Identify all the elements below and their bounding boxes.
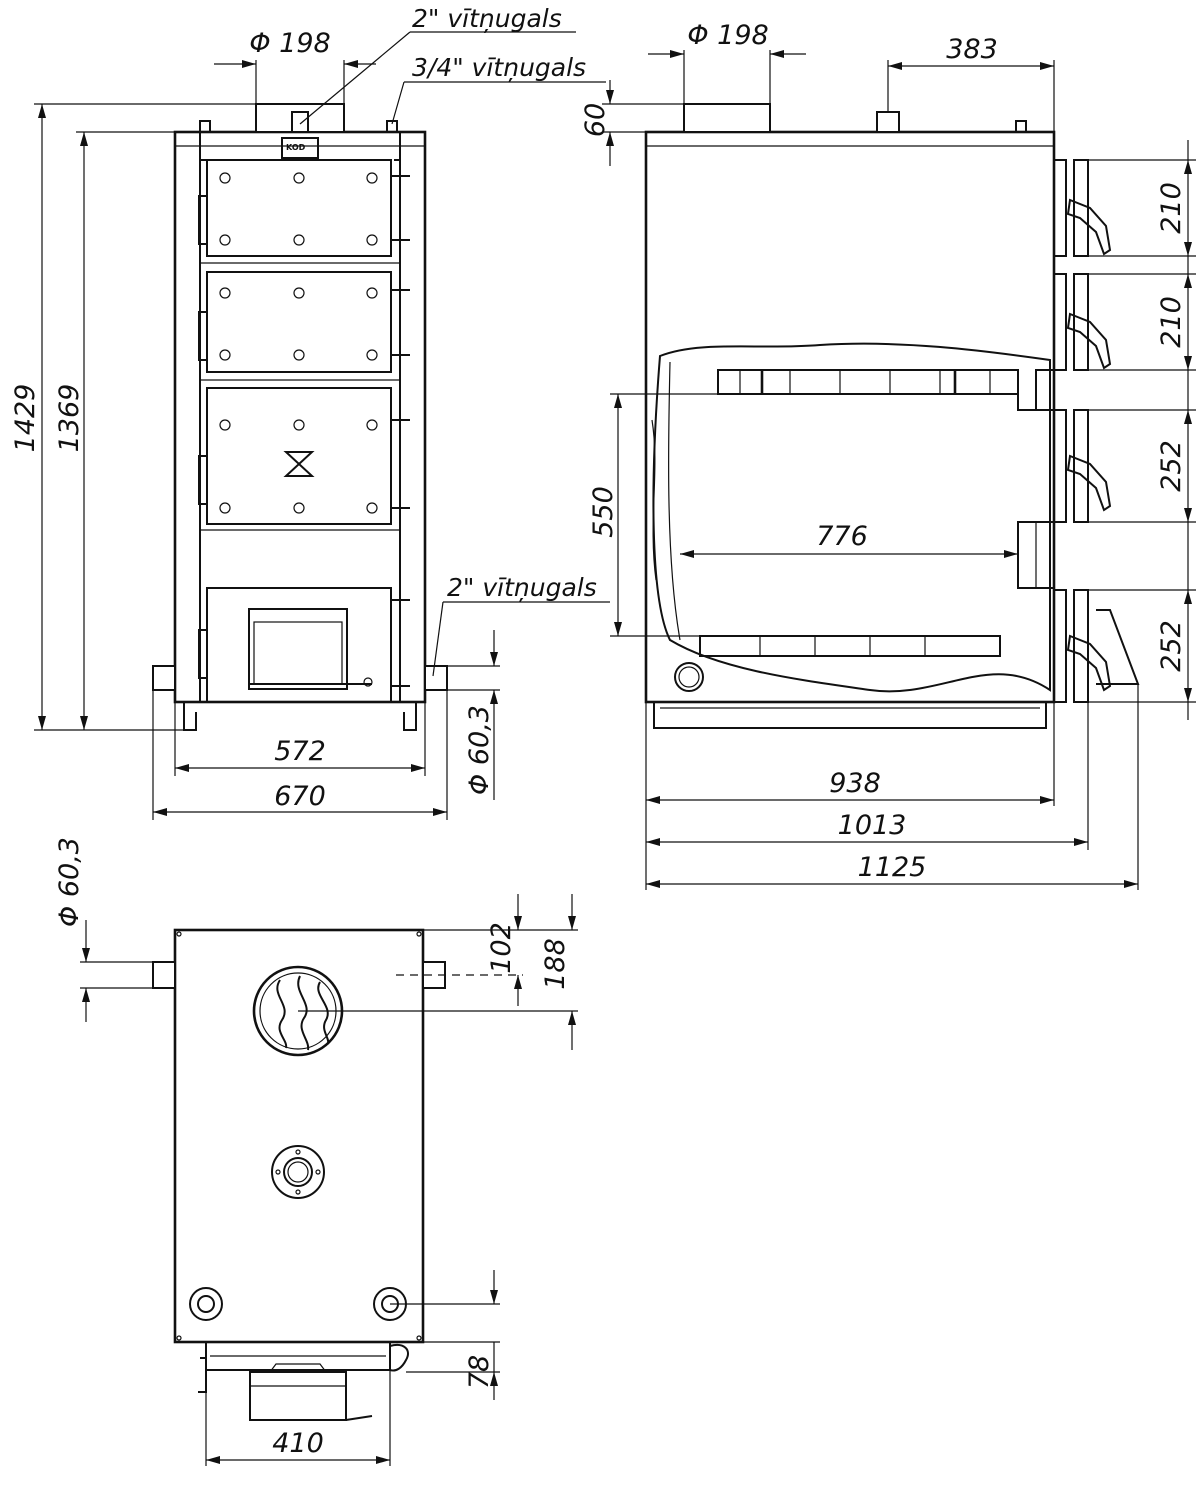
top-ash-box: [249, 1371, 347, 1421]
side-door-4: [1053, 589, 1140, 703]
label-thread-2-top: 2" vītņugals: [412, 4, 562, 33]
air-regulator-icon: [283, 451, 315, 466]
top-center-nozzle: [271, 1145, 325, 1199]
side-door-1: [1053, 159, 1112, 257]
dim-flue-dia-front: Φ 198: [249, 28, 330, 59]
dim-flue-height: 60: [580, 103, 611, 137]
side-nozzle: [876, 111, 900, 133]
side-door-2: [1053, 273, 1112, 371]
svg-text:KOD: KOD: [286, 143, 306, 152]
front-view: KOD: [152, 103, 448, 731]
side-dimensions: Φ 198 60 383 210 210 252 252: [580, 20, 1196, 890]
dim-pipe-dia-front: Φ 60,3: [464, 705, 495, 795]
dim-depth-body: 938: [829, 768, 881, 799]
front-door-2: [198, 271, 410, 373]
dim-top-offset-2: 188: [540, 938, 571, 990]
top-body-outline: [173, 928, 425, 1344]
label-thread-34-top: 3/4" vītņugals: [412, 53, 586, 82]
front-left-pipe: [152, 665, 176, 691]
top-door-assembly: [205, 1341, 391, 1371]
side-body-outline: [644, 130, 1056, 704]
side-base: [653, 701, 1047, 729]
side-cleanout-port: [674, 662, 704, 692]
logo-plate: [281, 137, 319, 159]
side-cutaway: [652, 342, 1051, 693]
dim-height-total: 1429: [10, 384, 41, 453]
dim-pipe-dia-top: Φ 60,3: [54, 837, 85, 927]
dim-height-body: 1369: [54, 384, 85, 453]
dim-width-body: 572: [274, 736, 326, 767]
dim-door-2: 210: [1156, 296, 1187, 348]
dim-door-1: 210: [1156, 182, 1187, 234]
dim-flue-offset: 383: [946, 34, 998, 65]
dim-flue-dia-side: Φ 198: [687, 20, 768, 51]
top-dimensions: Φ 60,3 102 188 78 410: [54, 837, 578, 1466]
top-view: [152, 928, 446, 1421]
front-door-1: [198, 159, 410, 257]
side-door-3: [1053, 409, 1112, 523]
dim-ash-width: 410: [272, 1428, 324, 1459]
front-ash-door: [198, 587, 410, 703]
top-left-pipe: [152, 961, 176, 989]
front-flue-collar: [255, 103, 345, 133]
front-body-outline: [173, 130, 427, 704]
dim-width-total: 670: [274, 781, 326, 812]
dim-door-3: 252: [1156, 440, 1187, 492]
side-flue-collar: [683, 103, 771, 133]
dim-top-offset-1: 102: [486, 922, 517, 974]
dim-depth-total: 1125: [858, 852, 927, 883]
label-thread-2-side: 2" vītņugals: [447, 573, 597, 602]
front-dimensions: 1429 1369 572 670 Φ 198 2" vītņugals 3/4…: [10, 4, 610, 820]
dim-chamber-depth: 776: [816, 521, 868, 552]
dim-door-4: 252: [1156, 620, 1187, 672]
top-port-left: [189, 1287, 223, 1321]
front-door-3: [198, 387, 410, 525]
front-right-pipe: [424, 665, 448, 691]
side-view: [644, 103, 1140, 729]
dim-depth-doors: 1013: [838, 810, 907, 841]
dim-chamber-height: 550: [588, 486, 619, 538]
dim-bottom-offset: 78: [464, 1355, 495, 1389]
